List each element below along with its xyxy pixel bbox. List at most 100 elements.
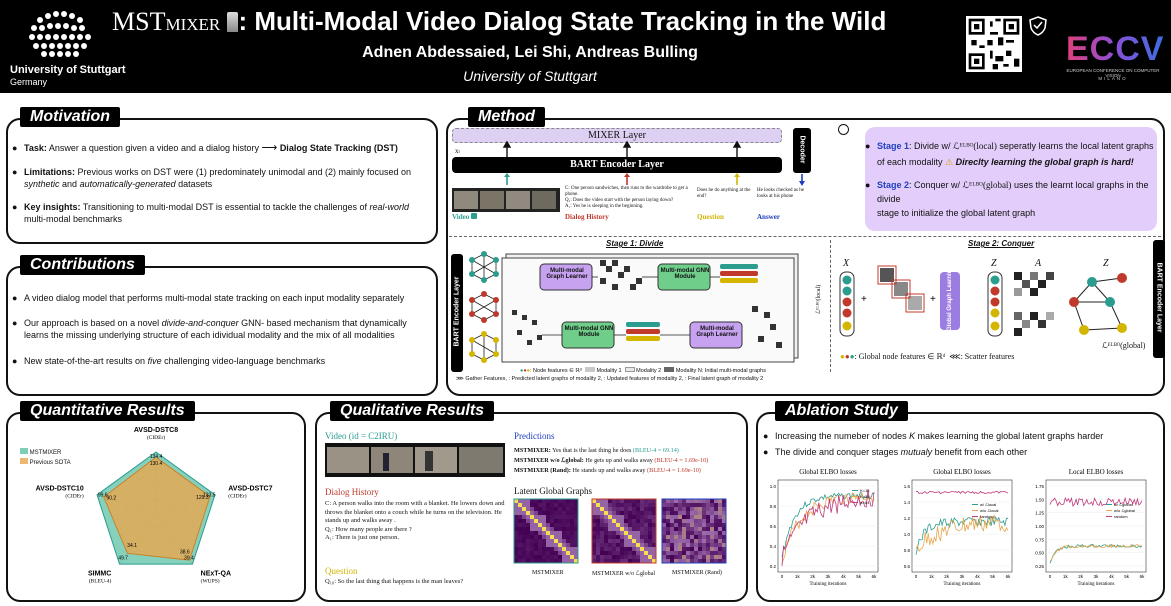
plot-title: Global ELBO losses — [799, 468, 857, 476]
c2c: GNN- based mechanism that dynamically — [238, 318, 407, 328]
plot-xtick: 6k — [1006, 574, 1012, 579]
motivation-title: Motivation — [20, 107, 120, 127]
heatmap-cell — [550, 559, 554, 563]
heatmap-cell — [706, 499, 710, 503]
heatmap-cell — [522, 555, 526, 559]
heatmap-cell — [714, 511, 718, 515]
plot-xtick: 1k — [1063, 574, 1069, 579]
heatmap-cell — [570, 559, 574, 563]
heatmap-cell — [518, 527, 522, 531]
heatmap-cell — [718, 551, 722, 555]
heatmap-cell — [694, 515, 698, 519]
arrow-icon: ⟶ — [261, 142, 278, 154]
plot-ytick: 0.8 — [770, 504, 777, 509]
heatmap-cell — [662, 547, 666, 551]
heatmap-cell — [514, 539, 518, 543]
heatmap-cell — [624, 531, 628, 535]
bullet-dot: ● — [763, 447, 769, 457]
heatmap-cell — [670, 555, 674, 559]
heatmap-cell — [522, 559, 526, 563]
heatmap-cell — [514, 543, 518, 547]
heatmap-cell — [678, 527, 682, 531]
quant-title: Quantitative Results — [20, 401, 195, 421]
heatmap-cell — [674, 555, 678, 559]
heatmap-cell — [674, 515, 678, 519]
heatmap-cell — [604, 499, 608, 503]
heatmap-cell — [542, 559, 546, 563]
heatmap-cell — [570, 527, 574, 531]
heatmap-cell — [648, 555, 652, 559]
heatmap-cell — [624, 559, 628, 563]
heatmap-cell — [608, 535, 612, 539]
heatmap-cell — [596, 559, 600, 563]
heatmap-cell — [596, 527, 600, 531]
heatmap-cell — [612, 539, 616, 543]
heatmap-cell — [662, 511, 666, 515]
stage1-desc2: of each modality — [877, 157, 943, 167]
heatmap-cell — [538, 551, 542, 555]
heatmap-cell — [514, 507, 518, 511]
ab2b: mutualy — [900, 447, 933, 457]
heatmap-cell — [546, 535, 550, 539]
heatmap-cell — [554, 519, 558, 523]
heatmap-cell — [604, 547, 608, 551]
answer-label: Answer — [757, 213, 780, 221]
heatmap-cell — [632, 543, 636, 547]
heatmap-cell — [624, 527, 628, 531]
radar-axis-metric: (CIDEr) — [228, 493, 246, 500]
heatmap-cell — [546, 519, 550, 523]
heatmap-cell — [554, 507, 558, 511]
plot-xtick: 3k — [826, 574, 832, 579]
heatmap-cell — [554, 503, 558, 507]
heatmap-cell — [538, 547, 542, 551]
heatmap-cell — [698, 523, 702, 527]
heatmap-cell — [592, 523, 596, 527]
stage2-desc2: stage to initialize the global latent gr… — [877, 208, 1036, 218]
heatmap-cell — [632, 539, 636, 543]
heatmap-cell — [570, 535, 574, 539]
heatmap-cell — [570, 539, 574, 543]
heatmap-cell — [604, 515, 608, 519]
heatmap-cell — [546, 523, 550, 527]
method-dialog-a: A₁: Yes he is sleeping in the beginning. — [565, 204, 644, 209]
heatmap-cell — [612, 503, 616, 507]
plot-xtick: 5k — [1124, 574, 1130, 579]
heatmap-cell — [562, 551, 566, 555]
heatmap-cell — [666, 523, 670, 527]
stage2-elbo: ℒᴱᴸᴮᴼ(global) — [962, 180, 1012, 190]
heatmap-cell — [662, 523, 666, 527]
stage2-desc: uses the learnt local graphs in the divi… — [877, 180, 1149, 204]
heatmap-cell — [628, 507, 632, 511]
eccv-wordmark: ECCV — [1066, 30, 1165, 68]
plot-legend-label: w/o ℒglobal — [1114, 508, 1135, 513]
plot-xtick: 2k — [944, 574, 950, 579]
qual-question-title: Question — [325, 566, 358, 576]
heatmap-cell — [686, 507, 690, 511]
heatmap-cell — [522, 527, 526, 531]
graph-label-2: MSTMIXER w/o ℒglobal — [592, 571, 655, 577]
heatmap-cell — [714, 551, 718, 555]
heatmap-cell — [526, 551, 530, 555]
heatmap-cell — [640, 527, 644, 531]
heatmap-cell — [710, 531, 714, 535]
heatmap-cell — [518, 515, 522, 519]
heatmap-cell — [698, 559, 702, 563]
heatmap-cell — [616, 515, 620, 519]
heatmap-cell — [562, 511, 566, 515]
heatmap-cell — [550, 499, 554, 503]
heatmap-cell — [620, 531, 624, 535]
authors: Adnen Abdessaied, Lei Shi, Andreas Bulli… — [362, 44, 698, 61]
heatmap-cell — [604, 511, 608, 515]
x-label: X — [843, 258, 850, 269]
heatmap-cell — [530, 535, 534, 539]
heatmap-cell — [592, 543, 596, 547]
contribution-1: ● A video dialog model that performs mul… — [12, 292, 434, 304]
heatmap-cell — [694, 535, 698, 539]
heatmap-cell — [566, 539, 570, 543]
heatmap-cell — [674, 543, 678, 547]
heatmap-cell — [648, 523, 652, 527]
radar-axis-metric: (BLEU-4) — [89, 577, 112, 584]
heatmap-cell — [662, 543, 666, 547]
heatmap-cell — [662, 519, 666, 523]
heatmap-cell — [702, 507, 706, 511]
